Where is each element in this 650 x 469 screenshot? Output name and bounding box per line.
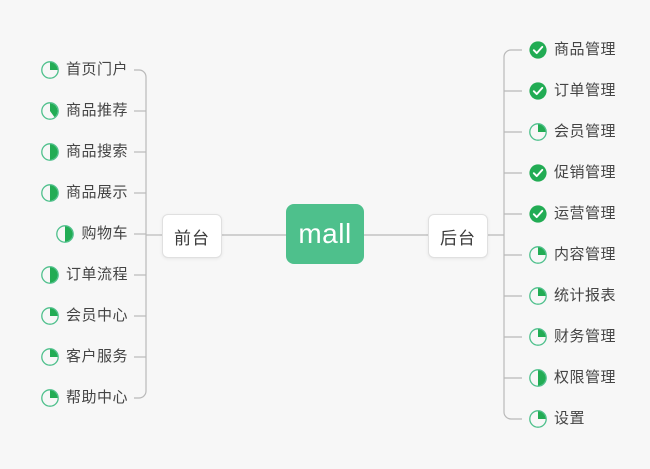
leaf-label: 帮助中心 [65, 389, 128, 406]
connector [134, 69, 147, 399]
leaf-item-商品管理[interactable]: 商品管理 [528, 37, 616, 63]
leaf-label: 促销管理 [554, 164, 617, 181]
leaf-item-统计报表[interactable]: 统计报表 [528, 283, 616, 309]
leaf-label: 会员中心 [65, 307, 128, 324]
branch-node-backend-label: 后台 [440, 228, 476, 248]
leaf-label: 首页门户 [65, 61, 128, 78]
leaf-label: 购物车 [81, 225, 128, 242]
pie-progress-icon [41, 348, 59, 366]
leaf-label: 客户服务 [65, 348, 128, 365]
leaf-item-会员中心[interactable]: 会员中心 [40, 303, 128, 329]
pie-progress-icon [41, 266, 59, 284]
leaf-item-会员管理[interactable]: 会员管理 [528, 119, 616, 145]
check-circle-icon [529, 82, 547, 100]
leaf-label: 财务管理 [554, 328, 617, 345]
check-circle-icon [529, 205, 547, 223]
leaf-item-商品推荐[interactable]: 商品推荐 [40, 98, 128, 124]
leaf-item-购物车[interactable]: 购物车 [55, 221, 128, 247]
leaf-label: 商品展示 [65, 184, 128, 201]
leaf-label: 商品推荐 [65, 102, 128, 119]
leaf-label: 商品管理 [554, 41, 617, 58]
leaf-label: 商品搜索 [65, 143, 128, 160]
branch-node-frontend-label: 前台 [174, 228, 210, 248]
pie-progress-icon [529, 328, 547, 346]
pie-progress-icon [529, 410, 547, 428]
pie-progress-icon [529, 246, 547, 264]
check-circle-icon [529, 164, 547, 182]
leaf-item-订单管理[interactable]: 订单管理 [528, 78, 616, 104]
leaf-label: 运营管理 [554, 205, 617, 222]
leaf-item-财务管理[interactable]: 财务管理 [528, 324, 616, 350]
pie-progress-icon [41, 102, 59, 120]
pie-progress-icon [41, 389, 59, 407]
leaf-item-设置[interactable]: 设置 [528, 406, 585, 432]
leaf-item-首页门户[interactable]: 首页门户 [40, 57, 128, 83]
leaf-label: 内容管理 [554, 246, 617, 263]
connector [503, 49, 522, 420]
leaf-item-订单流程[interactable]: 订单流程 [40, 262, 128, 288]
leaf-item-客户服务[interactable]: 客户服务 [40, 344, 128, 370]
branch-node-backend[interactable]: 后台 [428, 214, 488, 258]
leaf-label: 订单管理 [554, 82, 617, 99]
center-node[interactable]: mall [286, 204, 364, 264]
leaf-label: 订单流程 [65, 266, 128, 283]
leaf-label: 会员管理 [554, 123, 617, 140]
leaf-item-帮助中心[interactable]: 帮助中心 [40, 385, 128, 411]
leaf-item-促销管理[interactable]: 促销管理 [528, 160, 616, 186]
branch-node-frontend[interactable]: 前台 [162, 214, 222, 258]
pie-progress-icon [529, 123, 547, 141]
center-node-label: mall [298, 218, 352, 249]
leaf-item-内容管理[interactable]: 内容管理 [528, 242, 616, 268]
leaf-label: 统计报表 [554, 287, 617, 304]
leaf-item-权限管理[interactable]: 权限管理 [528, 365, 616, 391]
check-circle-icon [529, 41, 547, 59]
pie-progress-icon [41, 61, 59, 79]
leaf-label: 权限管理 [554, 369, 617, 386]
leaf-label: 设置 [554, 410, 586, 427]
pie-progress-icon [529, 369, 547, 387]
pie-progress-icon [529, 287, 547, 305]
pie-progress-icon [41, 307, 59, 325]
leaf-item-商品展示[interactable]: 商品展示 [40, 180, 128, 206]
pie-progress-icon [56, 225, 75, 243]
leaf-item-运营管理[interactable]: 运营管理 [528, 201, 616, 227]
leaf-item-商品搜索[interactable]: 商品搜索 [40, 139, 128, 165]
pie-progress-icon [41, 184, 59, 202]
pie-progress-icon [41, 143, 59, 161]
